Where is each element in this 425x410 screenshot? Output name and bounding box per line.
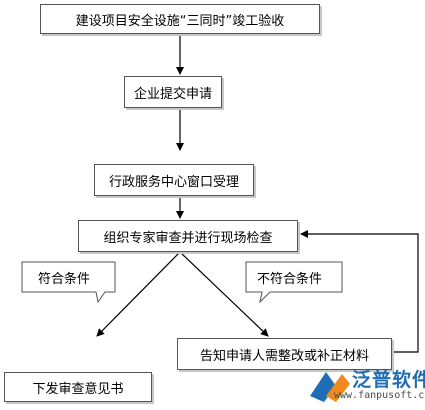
node-submit: 企业提交申请	[124, 76, 222, 108]
arrow-notify-feedback	[300, 230, 419, 353]
callout-fail: 不符合条件	[257, 268, 322, 287]
callout-pass-shape	[21, 261, 116, 304]
node-opinion: 下发审查意见书	[4, 372, 152, 402]
callout-pass: 符合条件	[38, 268, 90, 287]
node-service-window-label: 行政服务中心窗口受理	[108, 174, 239, 190]
fanpu-logo: 泛普软件 www.fanpusoft.com	[300, 363, 425, 407]
arrow-to-notify	[179, 251, 269, 337]
node-inspection: 组织专家审查并进行现场检查	[78, 220, 298, 252]
node-notify-label: 告知申请人需整改或补正材料	[199, 348, 369, 364]
callout-fail-shape	[245, 261, 343, 304]
node-inspection-label: 组织专家审查并进行现场检查	[103, 230, 273, 246]
callout-fail-label: 不符合条件	[257, 272, 323, 287]
node-acceptance-label: 建设项目安全设施“三同时”竣工验收	[75, 13, 285, 29]
node-service-window: 行政服务中心窗口受理	[94, 164, 254, 196]
callout-pass-label: 符合条件	[38, 272, 91, 287]
node-submit-label: 企业提交申请	[133, 86, 212, 102]
node-acceptance: 建设项目安全设施“三同时”竣工验收	[40, 4, 320, 34]
fanpu-logo-icon	[310, 372, 350, 402]
logo-name: 泛普软件	[352, 369, 425, 391]
node-opinion-label: 下发审查意见书	[32, 381, 124, 397]
logo-url: www.fanpusoft.com	[334, 390, 425, 401]
node-notify: 告知申请人需整改或补正材料	[177, 338, 392, 370]
arrow-to-opinion	[96, 251, 181, 337]
